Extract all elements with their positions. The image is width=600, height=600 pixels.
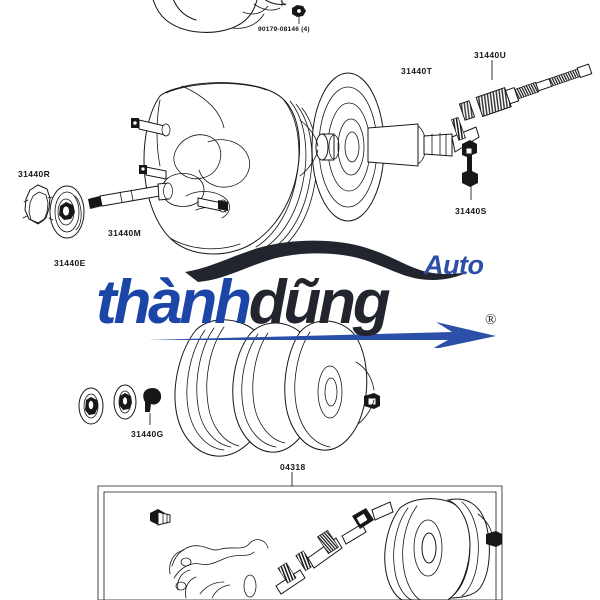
label-31440U: 31440U xyxy=(474,50,507,60)
booster-mounting-studs xyxy=(131,118,228,213)
label-31440T: 31440T xyxy=(401,66,433,76)
label-31440E: 31440E xyxy=(54,258,86,268)
label-31440R: 31440R xyxy=(18,169,51,179)
retaining-clip-31440S xyxy=(462,140,478,200)
seal-retainer-31440E xyxy=(49,185,85,239)
valve-body-barrel xyxy=(367,116,480,167)
valve-rod-31440U xyxy=(458,60,593,121)
diaphragm-shell-stack xyxy=(174,319,380,457)
brake-booster-body xyxy=(143,82,318,255)
label-31440S: 31440S xyxy=(455,206,487,216)
top-nut-part xyxy=(280,0,306,24)
label-90179-08146: 90179-08146 (4) xyxy=(258,26,310,33)
label-31440M: 31440M xyxy=(108,228,142,238)
label-31440G: 31440G xyxy=(131,429,164,439)
label-04318: 04318 xyxy=(280,462,306,472)
push-rod-31440M xyxy=(88,182,173,209)
repair-kit-contents xyxy=(150,498,502,600)
boot-gasket-31440R xyxy=(22,184,54,225)
piston-plate-31440T xyxy=(299,72,385,222)
top-cropped-booster xyxy=(152,0,287,33)
seal-rings-and-eclip xyxy=(78,384,162,425)
